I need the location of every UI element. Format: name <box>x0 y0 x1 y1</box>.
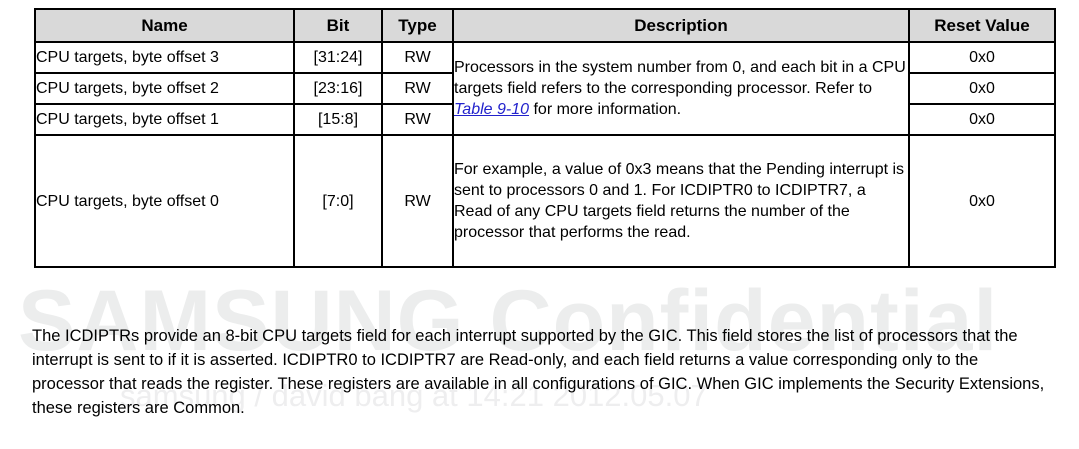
cell-bit: [23:16] <box>293 72 383 105</box>
cell-bit: [31:24] <box>293 41 383 74</box>
column-header-description: Description <box>452 8 910 43</box>
column-header-type: Type <box>381 8 454 43</box>
table-header-row: Name Bit Type Description Reset Value <box>34 8 1056 43</box>
body-paragraph: The ICDIPTRs provide an 8-bit CPU target… <box>32 327 1045 417</box>
cell-reset-value: 0x0 <box>908 134 1056 268</box>
register-bit-assignment-table: Name Bit Type Description Reset Value CP… <box>34 8 1056 268</box>
clipped-caption-remnant: Table 9-11 ICDIPTRn bit assignments <box>0 0 1079 2</box>
table-9-10-link[interactable]: Table 9-10 <box>454 101 530 118</box>
cell-reset-value: 0x0 <box>908 103 1056 136</box>
cell-type: RW <box>381 41 454 74</box>
cell-bit: [7:0] <box>293 134 383 268</box>
column-header-name: Name <box>34 8 295 43</box>
cell-reset-value: 0x0 <box>908 72 1056 105</box>
cell-description-group-2: For example, a value of 0x3 means that t… <box>452 134 910 268</box>
cell-reset-value: 0x0 <box>908 41 1056 74</box>
cell-type: RW <box>381 72 454 105</box>
cell-type: RW <box>381 103 454 136</box>
table: Name Bit Type Description Reset Value CP… <box>34 8 1056 268</box>
table-row: CPU targets, byte offset 2 [23:16] RW 0x… <box>34 72 1056 105</box>
cell-bit: [15:8] <box>293 103 383 136</box>
description-text-after-link: for more information. <box>529 101 682 118</box>
cell-name: CPU targets, byte offset 2 <box>34 72 295 105</box>
cell-type: RW <box>381 134 454 268</box>
column-header-reset-value: Reset Value <box>908 8 1056 43</box>
table-row: CPU targets, byte offset 1 [15:8] RW 0x0 <box>34 103 1056 136</box>
description-paragraph: For example, a value of 0x3 means that t… <box>454 161 905 241</box>
table-row: CPU targets, byte offset 0 [7:0] RW For … <box>34 134 1056 268</box>
table-row: CPU targets, byte offset 3 [31:24] RW Pr… <box>34 41 1056 136</box>
cell-name: CPU targets, byte offset 3 <box>34 41 295 74</box>
description-text-before-link: Processors in the system number from 0, … <box>454 59 906 97</box>
column-header-bit: Bit <box>293 8 383 43</box>
description-paragraph: Processors in the system number from 0, … <box>454 57 908 120</box>
cell-name: CPU targets, byte offset 0 <box>34 134 295 268</box>
cell-name: CPU targets, byte offset 1 <box>34 103 295 136</box>
cell-description-group-1: Processors in the system number from 0, … <box>452 41 910 136</box>
